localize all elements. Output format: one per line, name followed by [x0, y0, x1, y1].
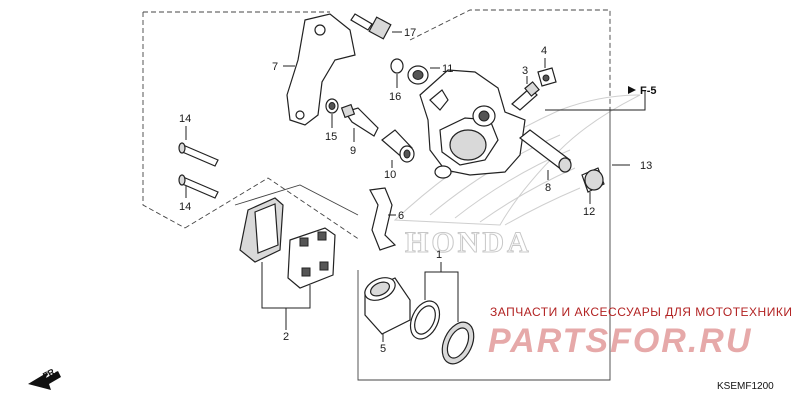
part-14-pad-pin-lower — [178, 174, 219, 199]
callout-17: 17 — [404, 27, 416, 39]
watermark-site: PARTSFOR.RU — [488, 322, 752, 360]
front-direction-arrow — [28, 371, 61, 390]
callout-14-lower: 14 — [179, 201, 191, 213]
part-2-brake-pads — [239, 197, 336, 330]
group-outline — [142, 9, 611, 381]
part-7-caliper-bracket — [283, 13, 356, 126]
part-4-bleeder-cap — [537, 58, 557, 87]
diagram-code: KSEMF1200 — [717, 381, 774, 392]
callout-10: 10 — [384, 169, 396, 181]
part-15-boot — [325, 98, 339, 128]
part-12-boot — [581, 167, 605, 204]
callout-11: 11 — [442, 63, 453, 75]
callout-3: 3 — [522, 65, 528, 77]
part-3-bleeder — [511, 76, 540, 111]
callout-13: 13 — [640, 160, 652, 172]
callout-5: 5 — [380, 343, 386, 355]
f5-reference-arrow — [545, 86, 646, 111]
part-9-pin-bolt — [340, 103, 379, 142]
callout-2: 2 — [283, 331, 289, 343]
caliper-body — [419, 69, 526, 179]
callout-4: 4 — [541, 45, 547, 57]
callout-9: 9 — [350, 145, 356, 157]
callout-16: 16 — [389, 91, 401, 103]
part-10-boot — [381, 129, 415, 168]
callout-15: 15 — [325, 131, 337, 143]
watermark-tagline: ЗАПЧАСТИ И АКСЕССУАРЫ ДЛЯ МОТОТЕХНИКИ — [490, 305, 792, 319]
part-5-piston — [364, 277, 411, 342]
callout-8: 8 — [545, 182, 551, 194]
part-8-slide-pin — [519, 129, 572, 180]
part-16-seal — [390, 58, 404, 88]
callout-7: 7 — [272, 61, 278, 73]
callout-12: 12 — [583, 206, 595, 218]
callout-6: 6 — [398, 210, 404, 222]
part-17-bolt — [350, 13, 402, 40]
part-14-pad-pin-upper — [178, 126, 219, 167]
part-6-pad-spring — [369, 187, 397, 251]
honda-text-watermark: HONDA — [405, 226, 532, 259]
part-11-boot — [407, 65, 440, 85]
callout-1: 1 — [436, 249, 442, 261]
part-1-piston-seals — [409, 262, 475, 365]
reference-f5: F-5 — [640, 85, 657, 97]
callout-14-upper: 14 — [179, 113, 191, 125]
